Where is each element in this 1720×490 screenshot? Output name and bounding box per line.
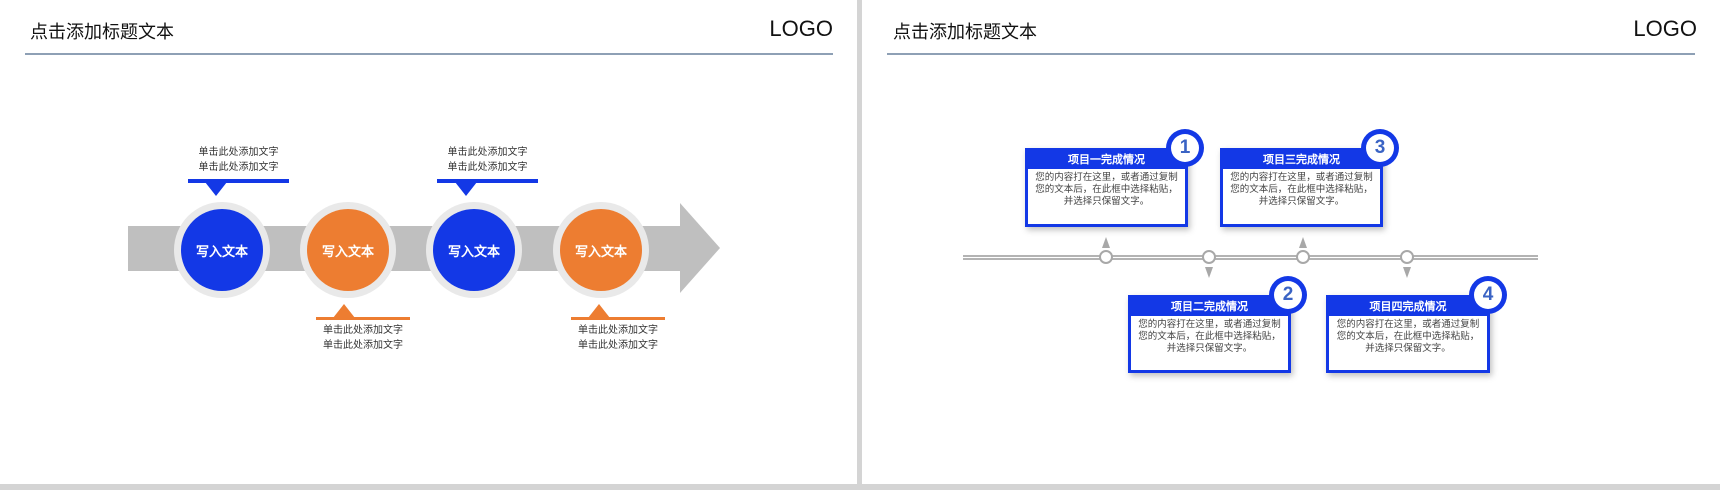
body-line: 您的内容打在这里，或者通过复制 xyxy=(1138,319,1281,330)
caption-line: 单击此处添加文字 xyxy=(198,147,279,158)
number-badge-3: 3 xyxy=(1361,129,1399,167)
timeline-line xyxy=(963,255,1538,260)
body-line: 并选择只保留文字。 xyxy=(1063,196,1150,207)
project-card-1[interactable]: 项目一完成情况 您的内容打在这里，或者通过复制您的文本后，在此框中选择粘贴，并选… xyxy=(1025,148,1188,227)
pointer-up-icon xyxy=(588,304,610,318)
card-body: 您的内容打在这里，或者通过复制您的文本后，在此框中选择粘贴，并选择只保留文字。 xyxy=(1131,316,1288,358)
number-badge-4: 4 xyxy=(1469,276,1507,314)
slide-title[interactable]: 点击添加标题文本 xyxy=(893,22,1037,42)
badge-number: 1 xyxy=(1171,134,1199,162)
body-line: 并选择只保留文字。 xyxy=(1365,343,1451,354)
number-badge-1: 1 xyxy=(1166,129,1204,167)
timeline-node xyxy=(1099,250,1113,264)
arrow-down-icon xyxy=(1205,267,1213,278)
slide-title[interactable]: 点击添加标题文本 xyxy=(30,22,174,42)
project-card-4[interactable]: 项目四完成情况 您的内容打在这里，或者通过复制您的文本后，在此框中选择粘贴，并选… xyxy=(1326,295,1490,373)
caption-line: 单击此处添加文字 xyxy=(323,325,403,336)
body-line: 您的文本后，在此框中选择粘贴， xyxy=(1138,331,1281,342)
card-body: 您的内容打在这里，或者通过复制您的文本后，在此框中选择粘贴，并选择只保留文字。 xyxy=(1223,169,1380,211)
caption-line: 单击此处添加文字 xyxy=(447,147,528,158)
caption-line: 单击此处添加文字 xyxy=(323,340,403,351)
process-arrow-head xyxy=(680,203,720,293)
caption-line: 单击此处添加文字 xyxy=(447,162,528,173)
step-caption-4[interactable]: 单击此处添加文字单击此处添加文字 xyxy=(568,323,668,353)
pointer-up-icon xyxy=(333,304,355,318)
card-title: 项目四完成情况 xyxy=(1329,298,1487,316)
caption-bar xyxy=(437,179,538,183)
timeline-node xyxy=(1296,250,1310,264)
caption-bar xyxy=(188,179,289,183)
body-line: 您的内容打在这里，或者通过复制 xyxy=(1230,172,1373,183)
logo: LOGO xyxy=(1633,16,1697,41)
pointer-down-icon xyxy=(455,182,477,196)
step-circle-3[interactable]: 写入文本 xyxy=(433,209,515,291)
body-line: 您的文本后，在此框中选择粘贴， xyxy=(1336,331,1480,342)
timeline-node xyxy=(1202,250,1216,264)
body-line: 您的文本后，在此框中选择粘贴， xyxy=(1230,184,1373,195)
caption-bar xyxy=(571,317,665,320)
title-divider xyxy=(25,53,833,55)
body-line: 并选择只保留文字。 xyxy=(1258,196,1345,207)
body-line: 您的内容打在这里，或者通过复制 xyxy=(1336,319,1480,330)
caption-line: 单击此处添加文字 xyxy=(578,340,658,351)
caption-line: 单击此处添加文字 xyxy=(198,162,279,173)
project-card-3[interactable]: 项目三完成情况 您的内容打在这里，或者通过复制您的文本后，在此框中选择粘贴，并选… xyxy=(1220,148,1383,227)
body-line: 您的内容打在这里，或者通过复制 xyxy=(1035,172,1178,183)
card-title: 项目二完成情况 xyxy=(1131,298,1288,316)
badge-number: 4 xyxy=(1474,281,1502,309)
card-body: 您的内容打在这里，或者通过复制您的文本后，在此框中选择粘贴，并选择只保留文字。 xyxy=(1028,169,1185,211)
body-line: 您的文本后，在此框中选择粘贴， xyxy=(1035,184,1178,195)
step-circle-4[interactable]: 写入文本 xyxy=(560,209,642,291)
card-body: 您的内容打在这里，或者通过复制您的文本后，在此框中选择粘贴，并选择只保留文字。 xyxy=(1329,316,1487,358)
step-caption-1[interactable]: 单击此处添加文字单击此处添加文字 xyxy=(188,145,289,175)
badge-number: 3 xyxy=(1366,134,1394,162)
logo: LOGO xyxy=(769,16,833,41)
arrow-down-icon xyxy=(1403,267,1411,278)
caption-line: 单击此处添加文字 xyxy=(578,325,658,336)
step-caption-3[interactable]: 单击此处添加文字单击此处添加文字 xyxy=(437,145,538,175)
arrow-up-icon xyxy=(1102,237,1110,248)
step-caption-2[interactable]: 单击此处添加文字单击此处添加文字 xyxy=(313,323,413,353)
card-title: 项目一完成情况 xyxy=(1028,151,1185,169)
caption-bar xyxy=(316,317,410,320)
card-title: 项目三完成情况 xyxy=(1223,151,1380,169)
body-line: 并选择只保留文字。 xyxy=(1166,343,1253,354)
slide-2[interactable]: 点击添加标题文本 LOGO 项目一完成情况 您的内容打在这里，或者通过复制您的文… xyxy=(862,0,1720,484)
number-badge-2: 2 xyxy=(1269,276,1307,314)
step-circle-1[interactable]: 写入文本 xyxy=(181,209,263,291)
title-divider xyxy=(887,53,1695,55)
arrow-up-icon xyxy=(1299,237,1307,248)
step-circle-2[interactable]: 写入文本 xyxy=(307,209,389,291)
slide-1[interactable]: 点击添加标题文本 LOGO 写入文本 单击此处添加文字单击此处添加文字 写入文本… xyxy=(0,0,857,484)
project-card-2[interactable]: 项目二完成情况 您的内容打在这里，或者通过复制您的文本后，在此框中选择粘贴，并选… xyxy=(1128,295,1291,373)
pointer-down-icon xyxy=(205,182,227,196)
badge-number: 2 xyxy=(1274,281,1302,309)
timeline-node xyxy=(1400,250,1414,264)
